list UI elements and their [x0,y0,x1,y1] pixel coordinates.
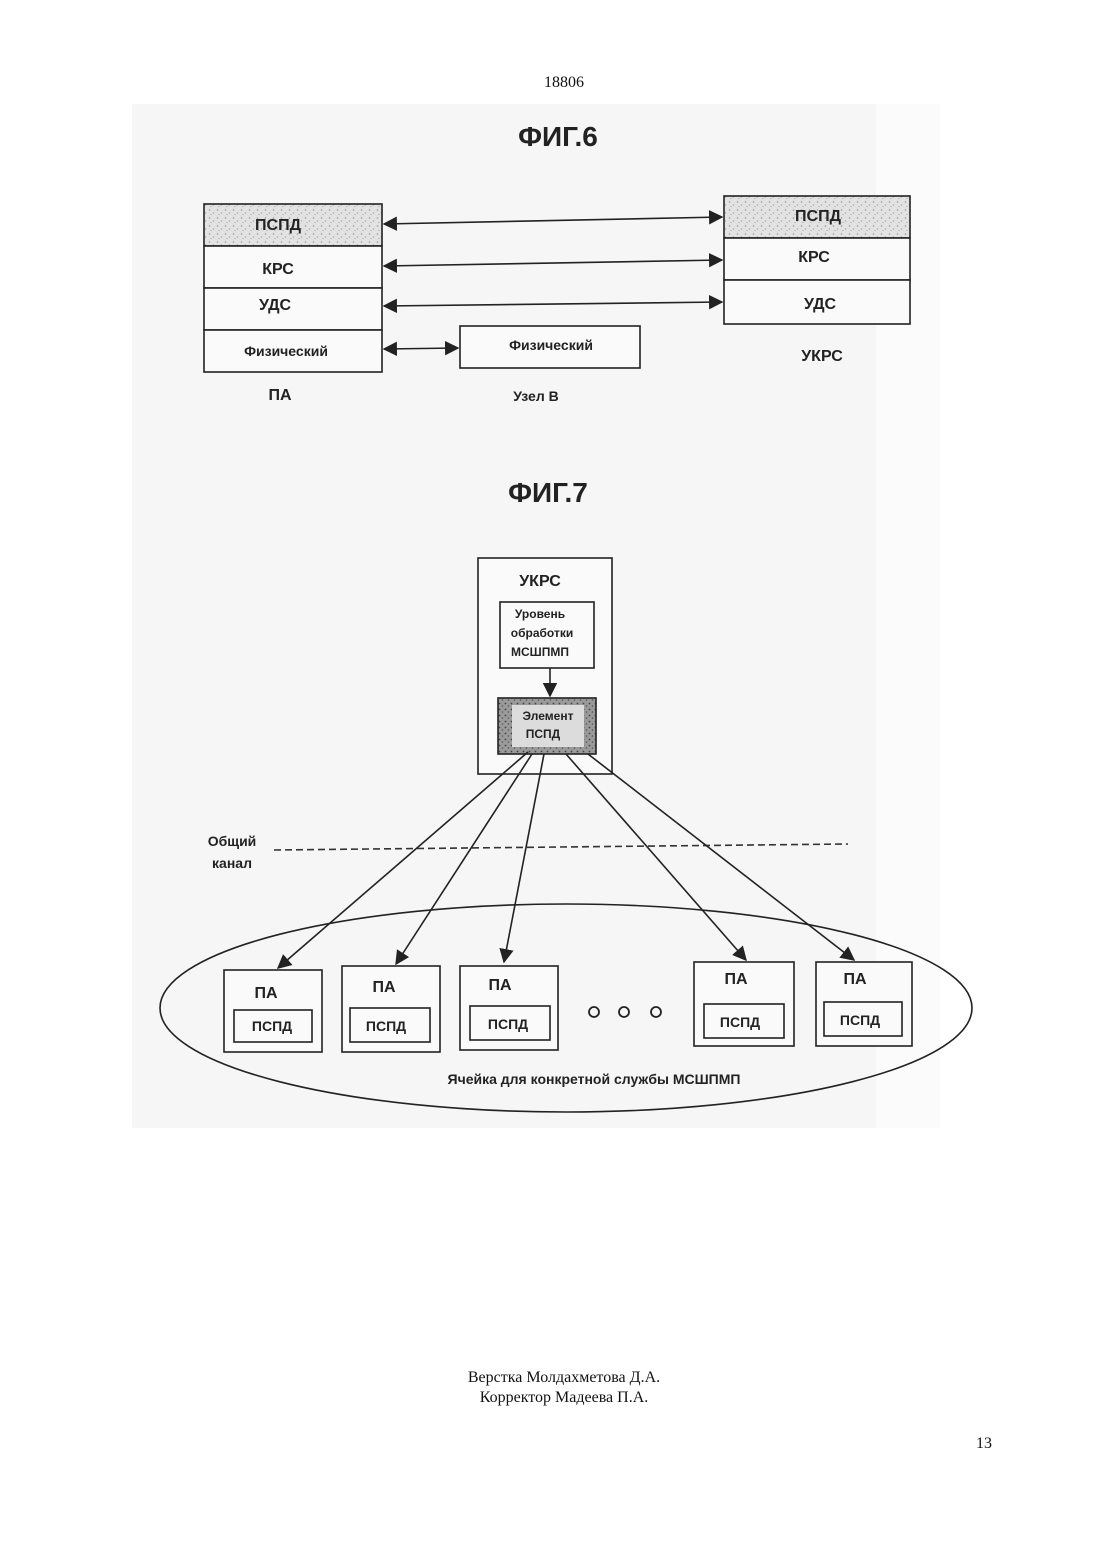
credits: Верстка Молдахметова Д.А. Корректор Маде… [0,1368,1100,1408]
terminal-3-label: ПА [488,977,512,994]
page-number: 13 [976,1435,992,1453]
middle-box-label: Физический [509,337,593,353]
processing-level-line1: Уровень [515,607,565,621]
terminal-5-pspd: ПСПД [840,1012,880,1028]
element-pspd-line2: ПСПД [526,727,561,741]
left-layer-krs-label: КРС [262,261,294,278]
terminal-2-pspd: ПСПД [366,1018,406,1034]
arrow-physical-link [384,348,458,349]
arrow-to-terminal-4 [566,754,746,960]
left-layer-pspd-label: ПСПД [255,217,302,234]
arrow-krs-peer [384,260,722,266]
common-channel-line1: Общий [208,833,257,849]
broadcast-arrows [278,752,854,968]
common-channel-line2: канал [212,855,252,871]
cell-caption: Ячейка для конкретной службы МСШПМП [448,1071,741,1087]
ellipsis-dots [589,1007,661,1017]
right-layer-pspd-label: ПСПД [795,208,842,225]
terminal-2-label: ПА [372,979,396,996]
processing-level-line2: обработки [511,626,573,640]
common-channel-line [274,844,848,850]
left-layer-uds-label: УДС [259,297,292,314]
fig6-title: ФИГ.6 [518,121,598,152]
right-layer-uds-label: УДС [804,296,837,313]
terminal-5-label: ПА [843,971,867,988]
arrow-to-terminal-2 [396,754,532,964]
credits-corrector: Корректор Мадеева П.А. [0,1388,1100,1408]
terminal-1 [224,970,322,1052]
terminal-4-pspd: ПСПД [720,1014,760,1030]
element-pspd-line1: Элемент [523,709,574,723]
terminal-1-label: ПА [254,985,278,1002]
arrow-pspd-peer [384,217,722,224]
arrow-to-terminal-5 [588,754,854,960]
terminal-4-label: ПА [724,971,748,988]
arrow-to-terminal-3 [504,754,544,962]
terminal-1-pspd: ПСПД [252,1018,292,1034]
terminal-3-pspd: ПСПД [488,1016,528,1032]
arrow-uds-peer [384,302,722,306]
processing-level-line3: МСШПМП [511,645,569,659]
arrow-to-terminal-1 [278,752,528,968]
left-layer-physical-label: Физический [244,343,328,359]
fig7-title: ФИГ.7 [508,477,588,508]
left-stack-caption: ПА [268,387,292,404]
right-stack-caption: УКРС [801,348,843,365]
left-layer-uds [204,288,382,330]
right-layer-krs-label: КРС [798,249,830,266]
ukrs-label: УКРС [519,573,561,590]
middle-box-caption: Узел В [513,388,558,404]
credits-layout: Верстка Молдахметова Д.А. [0,1368,1100,1388]
